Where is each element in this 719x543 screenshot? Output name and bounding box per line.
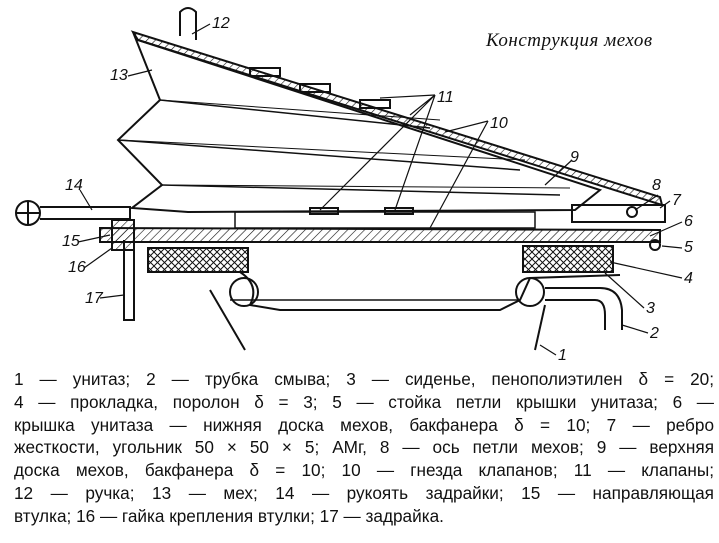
label-15: 15 [62,233,80,250]
label-10: 10 [490,115,508,132]
caption-line: втулка; 16 — гайка крепления втулки; 17 … [14,505,444,526]
label-3: 3 [646,300,655,317]
rib [571,204,666,223]
label-12: 12 [212,15,230,32]
caption-line: 12 — ручка; 13 — мех; 14 — рукоять задра… [14,482,714,503]
gasket [522,245,614,273]
valve [299,83,331,93]
bellows [116,31,603,214]
caption: 1 — унитаз; 2 — трубка смыва; 3 — сидень… [14,368,714,528]
label-8: 8 [652,177,661,194]
flush-pipe [545,287,623,330]
label-7: 7 [672,192,682,209]
handle [179,7,197,40]
caption-line: жесткости, угольник 50 × 50 × 5; АМг, 8 … [14,437,714,458]
diagram-title: Конструкция мехов [486,30,653,51]
stand [649,239,661,251]
caption-line: 1 — унитаз; 2 — трубка смыва; 3 — сидень… [14,369,714,389]
lid [99,226,661,243]
label-9: 9 [570,149,579,166]
gasket [147,247,249,273]
label-2: 2 [649,325,659,342]
caption-line: доска мехов, бакфанера δ = 10; 10 — гнез… [14,460,714,481]
label-6: 6 [684,213,693,230]
label-14: 14 [65,177,83,194]
caption-line: крышка унитаза — нижняя доска мехов, бак… [14,414,714,435]
toilet [150,271,621,351]
label-1: 1 [558,347,567,364]
bellows-diagram: 12 13 11 10 9 8 7 6 5 4 3 2 1 14 15 16 1… [15,7,693,364]
label-16: 16 [68,259,86,276]
valve [359,99,391,109]
caption-line: 4 — прокладка, поролон δ = 3; 5 — стойка… [14,391,714,412]
label-5: 5 [684,239,693,256]
top-board [130,30,664,207]
label-13: 13 [110,67,128,84]
valve [249,67,281,77]
label-4: 4 [684,270,693,287]
hinge-axis [626,206,638,218]
label-17: 17 [85,290,104,307]
label-11: 11 [437,89,454,106]
